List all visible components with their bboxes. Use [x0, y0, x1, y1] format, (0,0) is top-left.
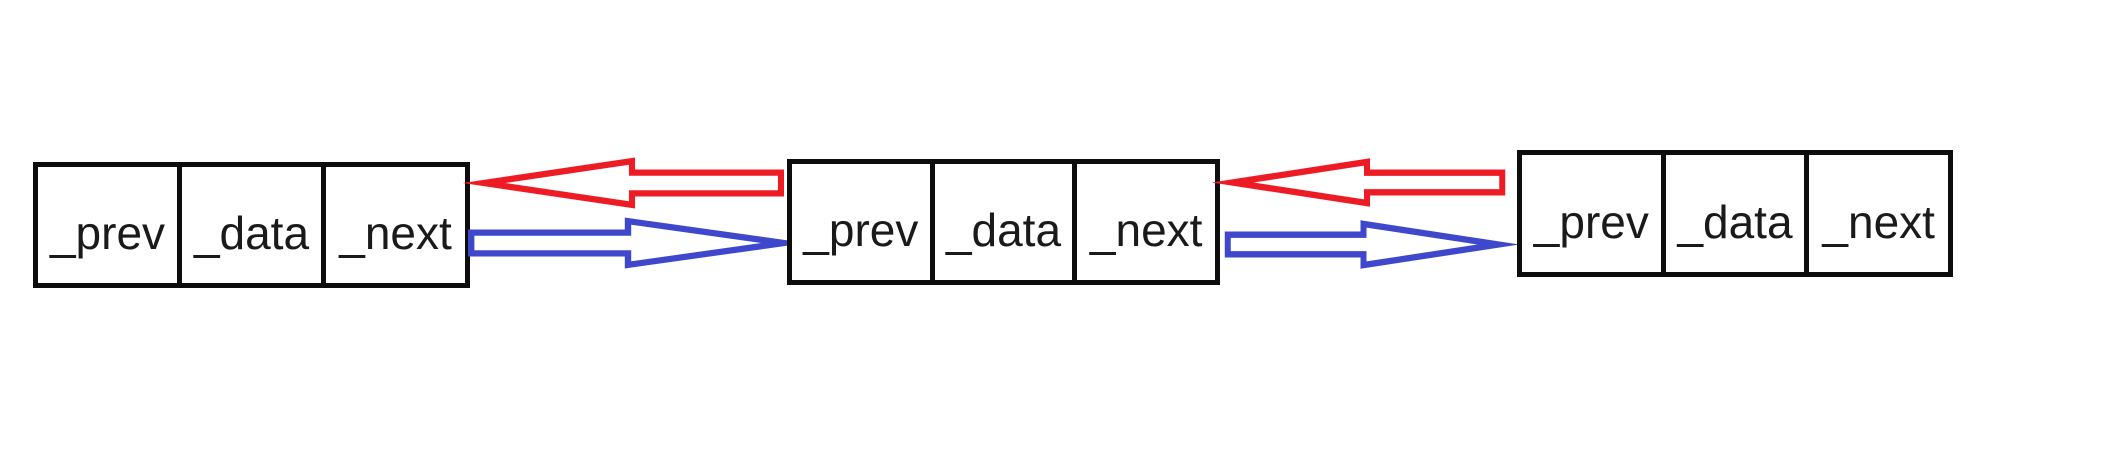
node1-cell-prev: _prev	[38, 167, 182, 283]
cell-label: _next	[339, 207, 452, 259]
cell-label: _prev	[1533, 195, 1649, 248]
prev-pointer-arrow-left-icon	[1211, 158, 1506, 207]
node3-cell-next: _next	[1809, 155, 1948, 272]
node3-cell-data: _data	[1666, 155, 1810, 272]
node1-cell-data: _data	[182, 167, 326, 283]
cell-label: _next	[1822, 195, 1935, 248]
list-node-3: _prev _data _next	[1517, 150, 1953, 277]
node1-cell-next: _next	[326, 167, 465, 283]
node2-cell-next: _next	[1077, 164, 1215, 280]
cell-label: _next	[1089, 204, 1203, 256]
node2-cell-prev: _prev	[792, 164, 935, 280]
prev-arrow-shape	[1211, 158, 1506, 207]
list-node-2: _prev _data _next	[787, 159, 1220, 285]
prev-arrow-shape	[462, 157, 784, 209]
prev-pointer-arrow-left-icon	[462, 157, 784, 209]
list-node-1: _prev _data _next	[33, 162, 470, 288]
cell-label: _data	[1677, 195, 1793, 248]
cell-label: _prev	[803, 204, 919, 256]
cell-label: _data	[193, 207, 310, 259]
next-pointer-arrow-right-icon	[1224, 220, 1520, 269]
node3-cell-prev: _prev	[1522, 155, 1666, 272]
node2-cell-data: _data	[935, 164, 1078, 280]
next-arrow-shape	[1224, 220, 1520, 269]
next-pointer-arrow-right-icon	[468, 217, 807, 269]
cell-label: _prev	[49, 207, 166, 259]
cell-label: _data	[945, 204, 1062, 256]
next-arrow-shape	[468, 217, 807, 269]
